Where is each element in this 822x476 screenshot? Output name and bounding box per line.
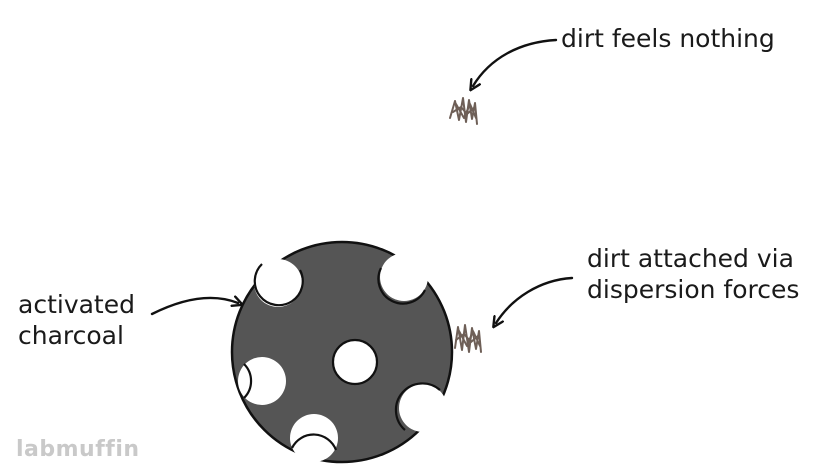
label-charcoal-line2: charcoal <box>18 321 124 350</box>
pore-outline-5 <box>291 433 338 451</box>
label-dirt-attached-line1: dirt attached via <box>587 244 794 273</box>
label-dirt-attached: dirt attached via dispersion forces <box>587 243 799 305</box>
arrow-to-charcoal <box>150 298 238 316</box>
pore-outline-1 <box>253 263 304 307</box>
arrow-to-free-dirt <box>473 38 558 86</box>
dirt-particle-free <box>449 97 478 125</box>
charcoal-body <box>230 240 454 464</box>
pore-outline-2 <box>377 267 426 305</box>
charcoal-particle <box>230 240 454 464</box>
dirt-particle-attached <box>454 324 482 353</box>
arrow-to-attached-dirt <box>496 276 574 323</box>
center-hole-outline <box>331 338 379 386</box>
label-dirt-feels-nothing-text: dirt feels nothing <box>561 24 775 53</box>
watermark-labmuffin: labmuffin <box>16 437 140 462</box>
label-dirt-attached-line2: dispersion forces <box>587 275 800 304</box>
pore-outline-4 <box>394 382 441 431</box>
pore-outline-3 <box>243 363 253 399</box>
label-charcoal-line1: activated <box>18 290 135 319</box>
label-dirt-feels-nothing: dirt feels nothing <box>561 23 775 54</box>
pore-outlines <box>243 263 441 451</box>
label-activated-charcoal: activated charcoal <box>18 289 135 351</box>
